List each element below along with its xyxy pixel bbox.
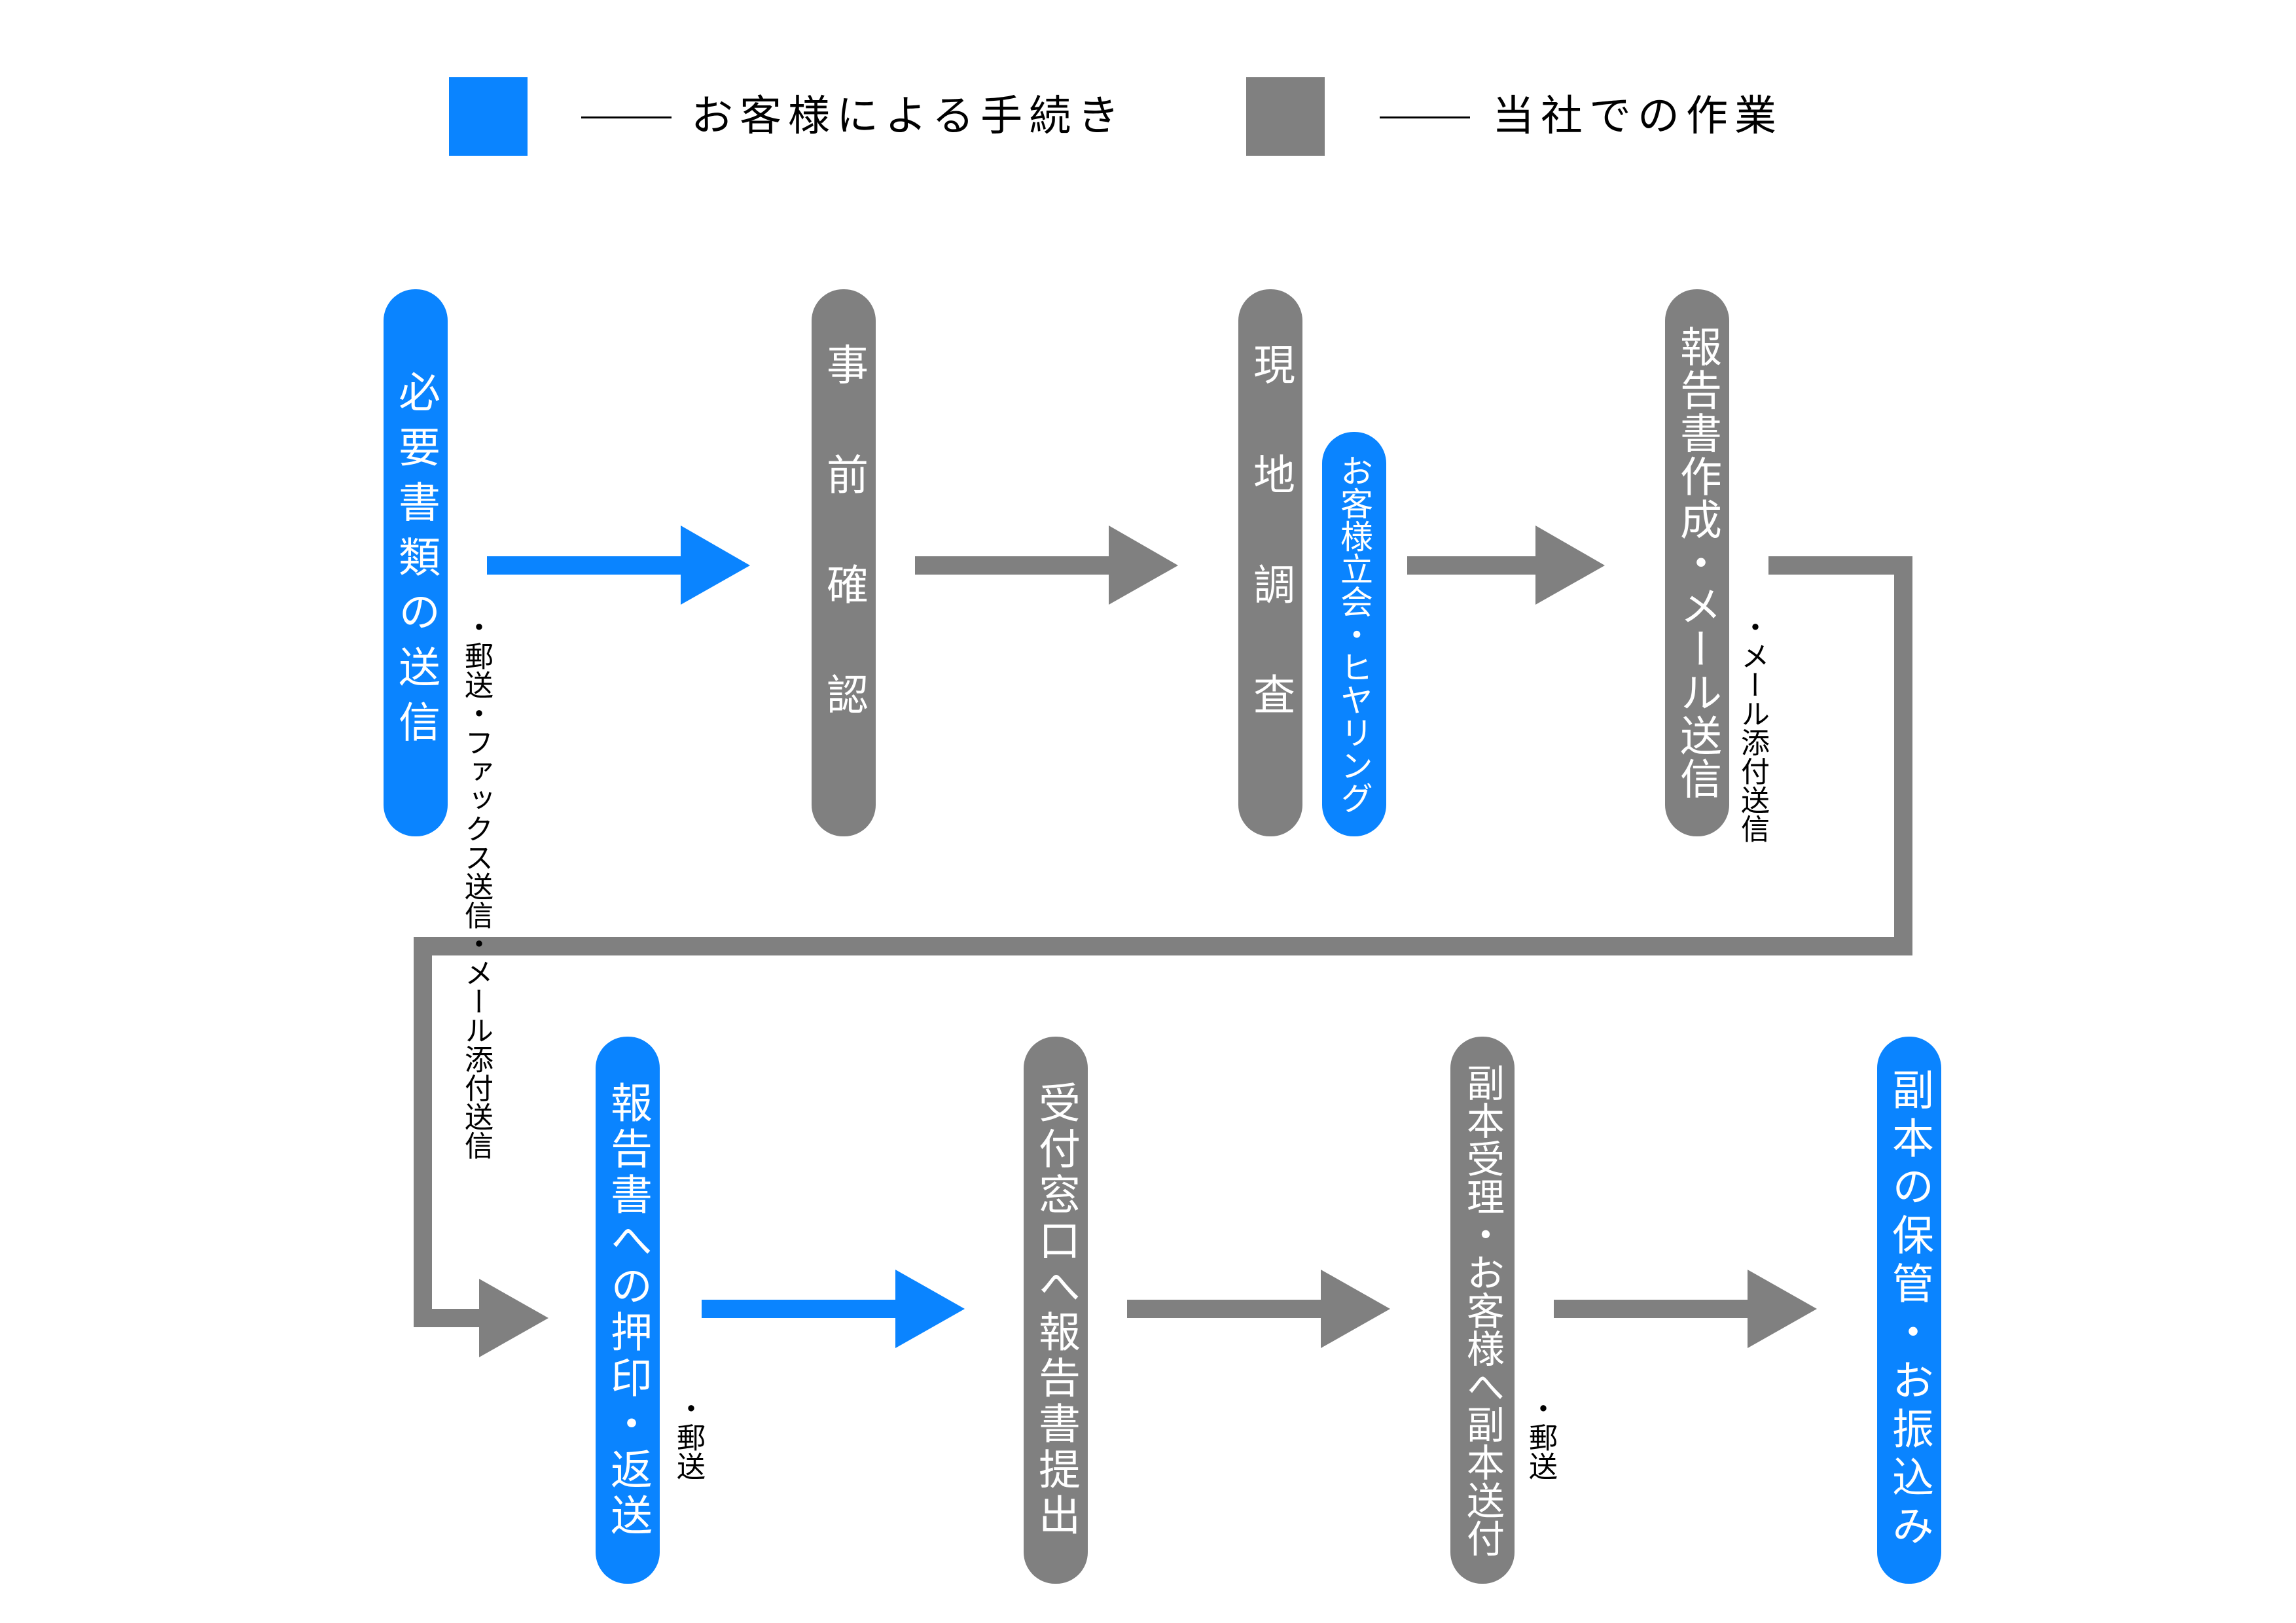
return-method-note: ・郵送 <box>670 1394 706 1480</box>
step-attendance-hearing: お客様立会・ヒヤリング <box>1322 432 1386 836</box>
step-submit-report-label: 受付窓口へ報告書提出 <box>1031 1081 1080 1539</box>
step-send-documents: 必要書類の送信 <box>384 289 448 836</box>
step-pre-confirmation-label: 事前確認 <box>819 343 868 783</box>
step-send-documents-label: 必要書類の送信 <box>391 370 440 755</box>
legend-customer-swatch <box>449 77 528 156</box>
send-method-fax: ・ファックス送信 <box>459 699 493 929</box>
step-site-survey-label: 現地調査 <box>1246 343 1295 783</box>
legend-customer-label: お客様による手続き <box>691 92 1126 141</box>
arrow-5-to-6 <box>702 1270 965 1348</box>
step-attendance-hearing-label: お客様立会・ヒヤリング <box>1335 454 1373 814</box>
arrow-7-to-8 <box>1554 1270 1817 1348</box>
step-storage-payment-label: 副本の保管・お振込み <box>1885 1068 1933 1552</box>
step-storage-payment: 副本の保管・お振込み <box>1877 1037 1941 1584</box>
step-report-creation: 報告書作成・メール送信 <box>1665 289 1729 836</box>
legend-customer-dash <box>581 116 672 118</box>
return-method-post: ・郵送 <box>672 1394 705 1480</box>
step-seal-return-label: 報告書への押印・返送 <box>603 1081 652 1539</box>
legend-company-swatch <box>1246 77 1325 156</box>
send-methods-note: ・郵送・ファックス送信・メール添付送信 <box>458 613 494 1160</box>
copy-method-note: ・郵送 <box>1522 1394 1558 1480</box>
arrow-1-to-2 <box>487 526 750 605</box>
step-copy-receipt-label: 副本受理・お客様へ副本送付 <box>1460 1063 1505 1557</box>
step-report-creation-label: 報告書作成・メール送信 <box>1673 325 1721 800</box>
arrow-3-to-4 <box>1407 526 1605 605</box>
arrow-2-to-3 <box>915 526 1178 605</box>
connector-row1-to-row2 <box>414 556 1912 1357</box>
step-seal-return: 報告書への押印・返送 <box>596 1037 660 1584</box>
send-method-post: ・郵送 <box>459 613 493 699</box>
legend-company-dash <box>1380 116 1470 118</box>
step-submit-report: 受付窓口へ報告書提出 <box>1024 1037 1088 1584</box>
copy-method-post: ・郵送 <box>1524 1394 1557 1480</box>
step-pre-confirmation: 事前確認 <box>812 289 876 836</box>
report-method-email: ・メール添付送信 <box>1736 613 1769 843</box>
step-site-survey: 現地調査 <box>1238 289 1302 836</box>
report-method-note: ・メール添付送信 <box>1734 613 1770 843</box>
send-method-email: ・メール添付送信 <box>459 929 493 1160</box>
arrow-6-to-7 <box>1127 1270 1390 1348</box>
legend-company-label: 当社での作業 <box>1492 92 1783 141</box>
step-copy-receipt: 副本受理・お客様へ副本送付 <box>1450 1037 1515 1584</box>
